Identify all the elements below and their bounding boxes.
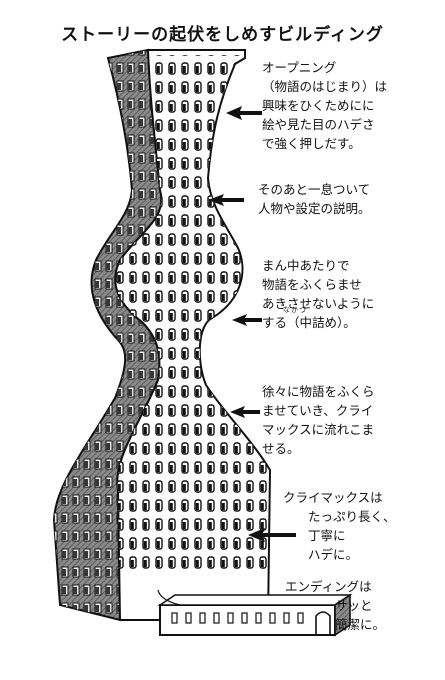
annotation-ending: エンディングは サッと 簡潔に。 <box>285 579 386 632</box>
annotation-climax: クライマックスは たっぷり長く、 丁寧に ハデに。 <box>283 490 396 562</box>
annotation-rising: 徐々に物語をふくら ませていき、クライ マックスに流れこま せる。 <box>262 384 375 456</box>
diagram-title: ストーリーの起伏をしめすビルディング <box>61 25 384 45</box>
annotation-explanation: そのあと一息ついて 人物や設定の説明。 <box>258 182 371 216</box>
building-ending-wing <box>157 589 353 637</box>
arrow-left-icon <box>232 314 262 326</box>
arrow-left-icon <box>230 406 260 418</box>
arrow-left-icon <box>248 528 296 542</box>
annotation-opening: オープニング （物語のはじまり）は 興味をひくためにに 絵や見た目のハデさ で強… <box>262 60 388 151</box>
arrow-left-icon <box>226 106 262 120</box>
arrow-left-icon <box>208 194 244 206</box>
annotation-middle: まん中あたりで 物語をふくらませ あきさせないように する（中詰め）。 <box>262 258 375 330</box>
annotation-middle-ruby: なかづ <box>283 306 307 314</box>
